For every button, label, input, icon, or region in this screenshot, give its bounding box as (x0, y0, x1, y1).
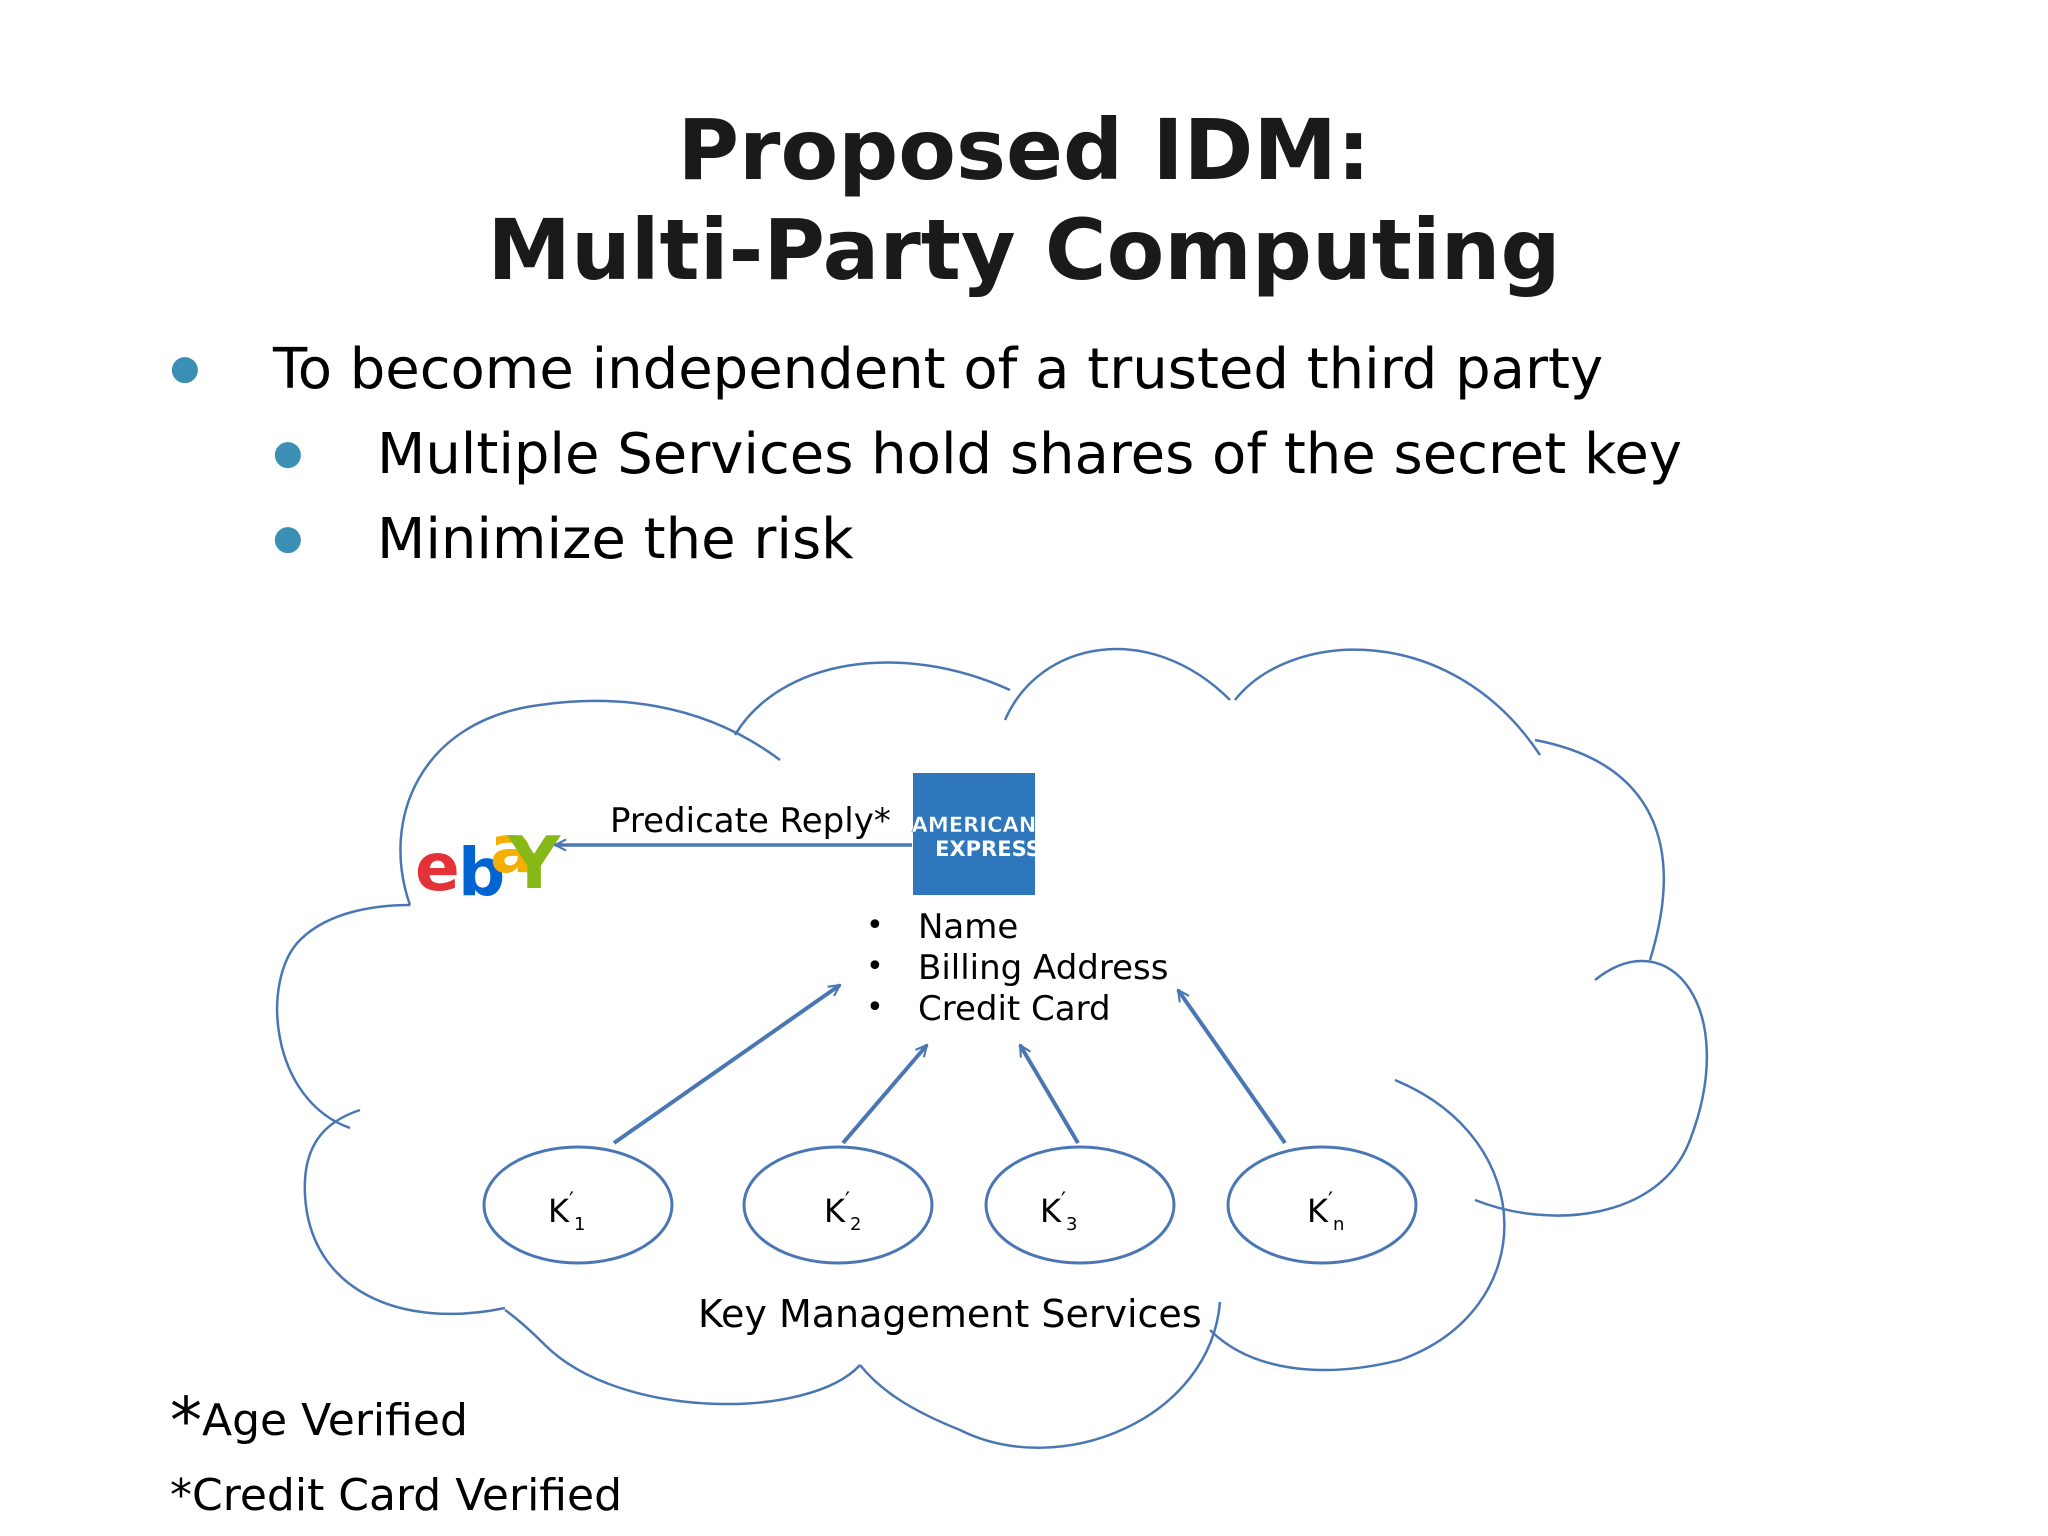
bullet-dot-icon: ● (273, 518, 303, 558)
key-share-node-1: K′1 (482, 1145, 674, 1265)
attribute-bullet-icon: • (866, 990, 884, 1025)
key-share-node-3: K′3 (984, 1145, 1176, 1265)
attribute-bullet-icon: • (866, 949, 884, 984)
footnote-age-text: Age Verified (202, 1395, 468, 1446)
ebay-letter-b: b (458, 834, 505, 911)
key-share-arrow-2 (841, 1045, 927, 1145)
ebay-letter-e: e (415, 829, 460, 906)
title-line-2: Multi-Party Computing (487, 201, 1561, 299)
key-share-arrow-3 (1018, 1045, 1080, 1145)
bullet-sub-2: Minimize the risk (377, 507, 854, 572)
key-node-ellipse (482, 1145, 674, 1265)
bullet-main: To become independent of a trusted third… (273, 337, 1604, 402)
key-label: K′3 (1040, 1189, 1077, 1235)
ebay-letter-y: Y (507, 821, 561, 905)
key-node-ellipse (742, 1145, 934, 1265)
bullet-dot-icon: ● (170, 348, 200, 388)
key-share-node-2: K′2 (742, 1145, 934, 1265)
footnote-age-verified: *Age Verified (170, 1385, 468, 1459)
key-share-arrow-1 (612, 983, 840, 1145)
cloud-shape (275, 647, 1708, 1449)
key-label: K′2 (824, 1189, 861, 1235)
key-label: K′n (1307, 1189, 1344, 1235)
amex-logo: AMERICAN EXPRESS (911, 773, 1041, 895)
attribute-billing-address: Billing Address (918, 948, 1168, 988)
key-share-arrow-n (1176, 990, 1287, 1145)
page-title: Proposed IDM: Multi-Party Computing (0, 100, 2048, 300)
bullet-sub-1: Multiple Services hold shares of the sec… (377, 422, 1682, 487)
attribute-credit-card: Credit Card (918, 989, 1111, 1029)
title-line-1: Proposed IDM: (677, 101, 1371, 199)
key-node-ellipse (1226, 1145, 1418, 1265)
bullet-dot-icon: ● (273, 433, 303, 473)
footnote-star: * (170, 1385, 202, 1459)
attribute-name: Name (918, 907, 1018, 947)
footnote-credit-card-verified: *Credit Card Verified (170, 1470, 623, 1521)
key-management-services-label: Key Management Services (698, 1292, 1202, 1336)
key-label: K′1 (548, 1189, 585, 1235)
ebay-logo: e b a Y (415, 811, 561, 911)
predicate-reply-label: Predicate Reply* (610, 801, 891, 841)
amex-line-1: AMERICAN (912, 813, 1037, 837)
attribute-bullet-icon: • (866, 908, 884, 943)
key-node-ellipse (984, 1145, 1176, 1265)
attribute-list: • Name • Billing Address • Credit Card (866, 907, 1168, 1029)
key-share-node-n: K′n (1226, 1145, 1418, 1265)
ebay-letter-a: a (490, 811, 535, 888)
amex-line-2: EXPRESS (935, 837, 1041, 861)
amex-logo-box (913, 773, 1035, 895)
